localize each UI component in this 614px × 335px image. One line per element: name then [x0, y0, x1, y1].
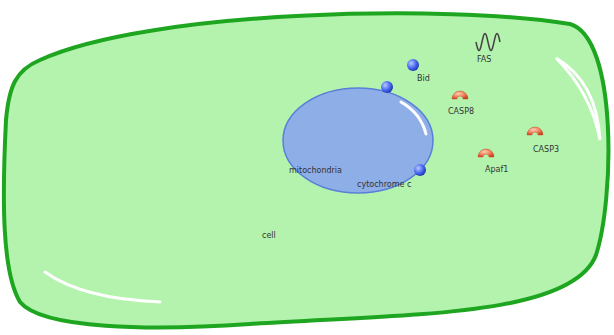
node-label: mitochondria: [289, 167, 342, 175]
node-label: cell: [262, 232, 276, 240]
node-label: cytochrome c: [357, 181, 411, 189]
mitochondria-body: [283, 88, 433, 193]
enzyme-glyph: [452, 91, 468, 99]
enzyme-glyph: [527, 127, 543, 135]
node-label: CASP3: [533, 146, 559, 154]
highlight: [556, 58, 600, 140]
protein-dot: cytochrome c: [357, 164, 414, 191]
node-label: CASP8: [448, 108, 474, 116]
enzyme-glyph: [478, 149, 494, 157]
protein-dot: [414, 164, 426, 176]
protein-dot: [407, 59, 419, 71]
node-label: FAS: [477, 56, 491, 64]
receptor-glyph: [476, 33, 500, 50]
mitochondria-organelle-shape: [283, 88, 433, 193]
cell-membrane: [4, 13, 609, 327]
highlight: [401, 102, 426, 134]
node-label: Bid: [417, 75, 430, 83]
node-label: Apaf1: [485, 166, 508, 174]
highlight: [45, 272, 160, 302]
enzyme-protein: CASP8: [448, 88, 480, 118]
enzyme-protein: Apaf1: [476, 146, 511, 176]
mitochondria-organelle: mitochondria cytochrome c: [283, 88, 433, 193]
protein-dot: [381, 81, 393, 93]
receptor-protein: FAS: [470, 30, 502, 66]
enzyme-protein: CASP3: [525, 124, 562, 156]
protein-dot: Bid: [404, 58, 436, 85]
